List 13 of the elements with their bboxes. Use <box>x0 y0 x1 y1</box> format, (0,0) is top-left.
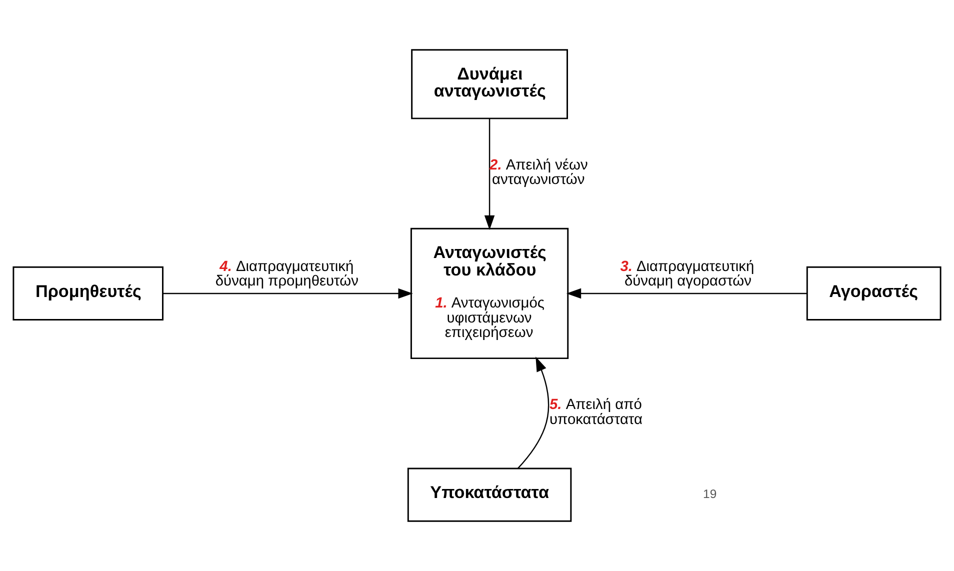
edge-label: 4. Διαπραγματευτική δύναμη προμηθευτών <box>215 258 358 290</box>
arrow <box>163 288 413 299</box>
label: 19 <box>703 486 717 501</box>
node-box: Δυνάμει ανταγωνιστές <box>411 49 568 120</box>
arrow <box>566 288 808 299</box>
node-box: Ανταγωνιστές του κλάδου 1. Ανταγωνισμός υφιστάμενων επιχειρήσεων <box>410 228 569 360</box>
node-box: Υποκατάστατα <box>407 468 572 522</box>
arrow <box>518 356 550 469</box>
edge-label: 5. Απειλή από υποκατάστατα <box>550 397 643 428</box>
node-box: Αγοραστές <box>806 266 942 320</box>
node-box: Προμηθευτές <box>12 266 164 320</box>
arrow <box>484 118 495 230</box>
edge-label: 3. Διαπραγματευτική δύναμη αγοραστών <box>620 258 754 290</box>
